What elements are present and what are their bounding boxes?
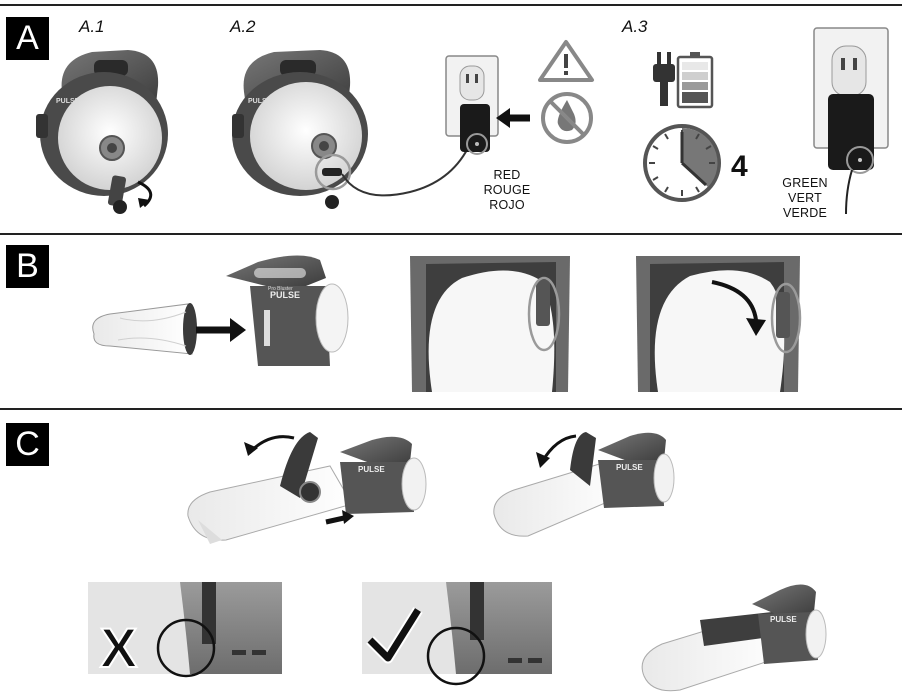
a1-brand-text: PULSE [56, 98, 80, 105]
caption-green-fr: VERT [788, 191, 822, 205]
b-photo-latch-2 [636, 256, 802, 392]
c-attach-illustration: PULSE [187, 432, 427, 544]
red-caption: RED ROUGE ROJO [472, 168, 542, 213]
c-photo-wrong: X [88, 582, 282, 680]
c1-brand-text: PULSE [358, 465, 385, 474]
step-a3-label: A.3 [622, 17, 648, 36]
no-water-icon [541, 92, 593, 144]
c3-brand-text: PULSE [770, 615, 797, 624]
charge-hours-value: 4 [731, 150, 748, 183]
a1-vacuum-illustration: PULSE [36, 50, 168, 214]
warning-icon [538, 40, 594, 82]
c-latched-illustration: PULSE [493, 432, 675, 537]
a2-brand-text: PULSE [248, 98, 272, 105]
b-photo-latch-1 [410, 256, 570, 392]
a3-outlet-charger [813, 27, 889, 215]
a2-vacuum-illustration: PULSE [232, 50, 469, 209]
b-insert-arrow-head [230, 318, 246, 342]
section-a-label: A [6, 17, 49, 60]
c2-brand-text: PULSE [616, 463, 643, 472]
top-rule [0, 4, 902, 6]
b-filter-bag [92, 303, 197, 355]
b-vacuum-head: PULSE Pro Bluster [226, 255, 349, 366]
caption-green-es: VERDE [782, 206, 828, 220]
caption-red-fr: ROUGE [483, 183, 531, 197]
caption-red-en: RED [493, 168, 521, 182]
section-b-label: B [6, 245, 49, 288]
a2-outlet-charger [445, 55, 530, 155]
step-a2-label: A.2 [230, 17, 256, 36]
caption-green-en: GREEN [782, 176, 828, 190]
green-caption: GREEN VERT VERDE [770, 176, 840, 221]
caption-red-es: ROJO [489, 198, 525, 212]
b-brand-small: Pro Bluster [268, 286, 293, 292]
section-c-label: C [6, 423, 49, 466]
b-brand-text: PULSE [270, 290, 300, 300]
push-arrow-icon [496, 108, 510, 128]
divider-b-c [0, 408, 902, 410]
battery-icon [676, 52, 714, 109]
c-photo-right [362, 582, 552, 686]
right-mark [367, 608, 421, 662]
c-assembled-vacuum: PULSE [641, 584, 827, 692]
plug-icon [653, 52, 675, 106]
wrong-mark: X [100, 616, 137, 679]
b-rotate-arrow-icon [746, 318, 766, 336]
divider-a-b [0, 233, 902, 235]
clock-icon [643, 124, 721, 202]
step-a1-label: A.1 [79, 17, 105, 36]
